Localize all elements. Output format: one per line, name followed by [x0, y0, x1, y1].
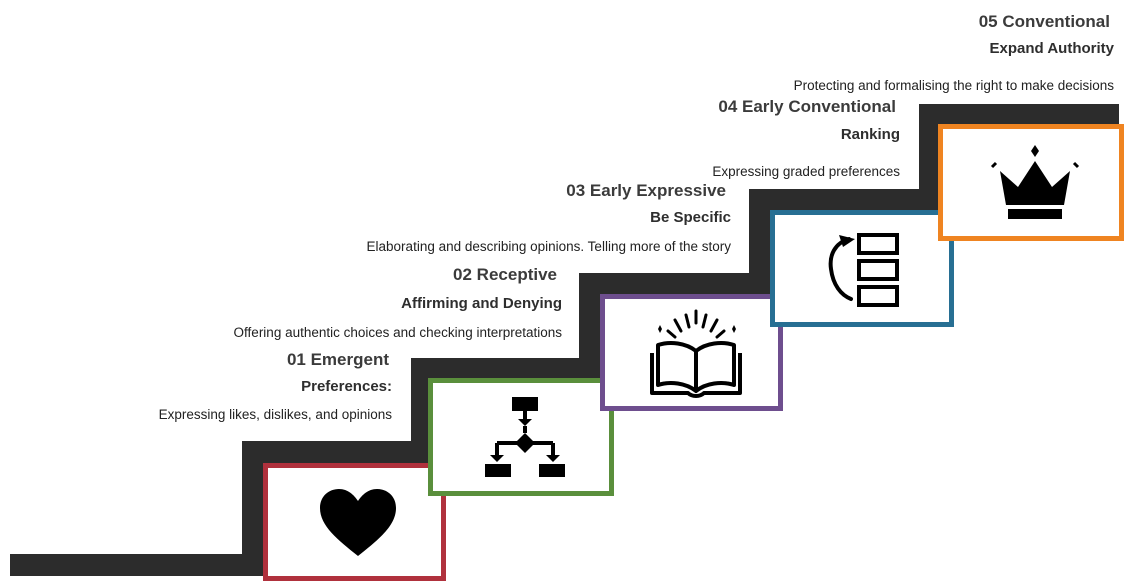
- stage-4-title: 04 Early Conventional: [718, 97, 896, 116]
- stage-2-title: 02 Receptive: [453, 265, 557, 284]
- staircase-path: [10, 104, 1119, 576]
- stage-5-subtitle: Expand Authority: [989, 40, 1114, 57]
- crown-icon: [990, 145, 1080, 219]
- stage-4-subtitle: Ranking: [840, 126, 900, 143]
- ranking-list-icon: [828, 233, 899, 307]
- stage-3-title: 03 Early Expressive: [566, 181, 726, 200]
- stage-1-description: Expressing likes, dislikes, and opinions: [158, 407, 392, 422]
- stage-2-subtitle: Affirming and Denying: [401, 295, 562, 312]
- stage-3-subtitle: Be Specific: [650, 209, 731, 226]
- stage-4-card: [770, 210, 954, 327]
- stage-1-title: 01 Emergent: [286, 350, 389, 369]
- stage-5-card: [938, 124, 1124, 241]
- stage-1-card: [263, 463, 446, 581]
- stage-4-description: Expressing graded preferences: [712, 164, 900, 179]
- stage-5-description: Protecting and formalising the right to …: [793, 78, 1114, 93]
- stage-2-description: Offering authentic choices and checking …: [233, 325, 562, 340]
- flowchart-icon: [485, 397, 565, 477]
- stage-2-card: [428, 378, 614, 496]
- stage-5-title: 05 Conventional: [978, 12, 1110, 31]
- open-book-icon: [650, 309, 742, 398]
- stage-1-subtitle: Preferences:: [301, 378, 392, 395]
- stage-3-card: [600, 294, 783, 411]
- stage-3-description: Elaborating and describing opinions. Tel…: [366, 239, 731, 254]
- heart-icon: [320, 489, 396, 556]
